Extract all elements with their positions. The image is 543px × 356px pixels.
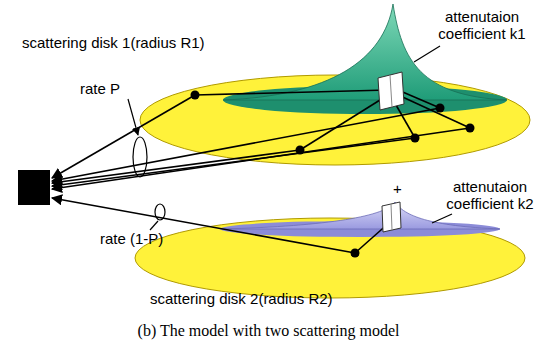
terminal xyxy=(18,170,50,205)
art-line xyxy=(150,221,158,230)
art-line xyxy=(391,204,392,230)
rate-label: rate (1-P) xyxy=(100,230,200,247)
art-line xyxy=(128,99,138,135)
art-line xyxy=(195,90,388,95)
art-line xyxy=(52,128,470,189)
art-line xyxy=(398,90,440,108)
scattering-disk xyxy=(135,218,525,298)
rate-bundle xyxy=(133,137,147,177)
art-circle xyxy=(351,249,360,258)
art-line xyxy=(390,75,392,107)
disk-label: scattering disk 1(radius R1) xyxy=(22,34,272,51)
attenuation-label: attenutaion coefficient k1 xyxy=(432,8,532,42)
art-line xyxy=(52,95,195,178)
art-line xyxy=(414,46,440,62)
building xyxy=(378,72,404,232)
art-circle xyxy=(411,134,420,143)
art-line xyxy=(52,198,355,253)
disk-label: scattering disk 2(radius R2) xyxy=(150,290,410,307)
leader-lines xyxy=(128,46,452,230)
caption: (b) The model with two scattering model xyxy=(0,322,540,339)
art-polygon xyxy=(378,72,404,110)
art-circle xyxy=(436,104,445,113)
scatterer-dots xyxy=(191,91,475,258)
plus-sign: + xyxy=(393,180,413,197)
art-line xyxy=(396,94,470,128)
rate-label: rate P xyxy=(80,80,140,97)
art-circle xyxy=(191,91,200,100)
art-circle xyxy=(466,124,475,133)
art-line xyxy=(52,108,440,181)
art-line xyxy=(52,150,300,183)
art-circle xyxy=(296,146,305,155)
art-line xyxy=(432,214,452,223)
art-polygon xyxy=(382,202,401,232)
arrival-rays xyxy=(52,95,470,253)
scatter-rays xyxy=(195,90,470,253)
attenuation-label: attenutaion coefficient k2 xyxy=(440,178,540,212)
rate-bundle xyxy=(155,204,165,220)
